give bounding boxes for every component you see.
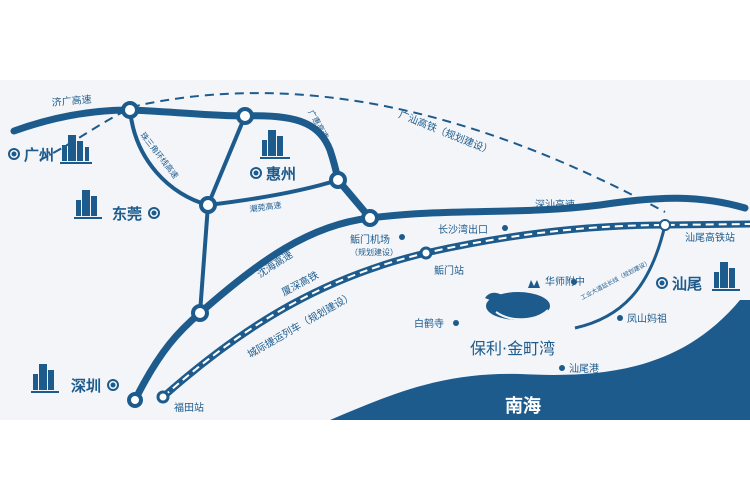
place-label-fengshan: 凤山妈祖 xyxy=(627,312,667,325)
building-icon xyxy=(74,190,102,219)
building-icons xyxy=(31,130,740,393)
building-icon xyxy=(31,364,59,393)
node-icon xyxy=(121,101,139,119)
place-label-huashi: 华师附中 xyxy=(545,275,585,288)
poi-dot-icon xyxy=(559,365,565,371)
sea-label: 南海 xyxy=(505,395,541,417)
poi-dot-icon xyxy=(571,279,577,285)
node-icon xyxy=(127,392,143,408)
node-icon xyxy=(419,246,433,260)
city-label-shanwei: 汕尾 xyxy=(672,275,702,293)
city-label-guangzhou: 广州 xyxy=(24,146,54,164)
poi-dot-icon xyxy=(453,320,459,326)
node-icon xyxy=(199,196,217,214)
city-marker-icon xyxy=(8,148,20,160)
guangshan-rail-line xyxy=(39,92,666,213)
project-label: 保利·金町湾 xyxy=(470,339,555,358)
place-label-shanwei-port: 汕尾港 xyxy=(569,363,599,375)
road-label-chaoguan: 潮莞高速 xyxy=(249,200,282,214)
poi-dot-icon xyxy=(617,315,623,321)
zhusanjiao-ring-expressway xyxy=(128,109,209,207)
node-icon xyxy=(329,171,347,189)
city-marker-icon xyxy=(107,379,119,391)
whale-logo-icon xyxy=(485,280,550,321)
connector-road xyxy=(206,115,247,206)
place-label-houmen-station: 鲘门站 xyxy=(434,264,464,277)
city-marker-icon xyxy=(148,207,160,219)
node-icon xyxy=(659,219,671,231)
sea-area xyxy=(330,300,750,420)
city-label-dongguan: 东莞 xyxy=(112,205,142,223)
city-marker-icon xyxy=(656,277,668,289)
interchange-nodes xyxy=(121,101,671,408)
map-background xyxy=(0,80,750,420)
road-label-jiguang: 济广高速 xyxy=(51,93,92,109)
node-icon xyxy=(191,304,209,322)
city-label-shenzhen: 深圳 xyxy=(71,377,101,395)
industry-road-extension xyxy=(574,224,667,330)
building-icon xyxy=(712,262,740,291)
place-label-airport: 鲘门机场 xyxy=(350,233,390,246)
city-marker-icon xyxy=(250,167,262,179)
building-icon xyxy=(60,135,92,164)
place-label-airport-note: （规划建设） xyxy=(350,247,398,257)
road-label-shenshan: 深汕高速 xyxy=(535,198,575,211)
chaoguan-expressway xyxy=(207,178,339,207)
place-label-futian: 福田站 xyxy=(174,401,204,414)
node-icon xyxy=(361,209,379,227)
place-label-changsha-exit: 长沙湾出口 xyxy=(438,223,488,236)
place-label-shanwei-station: 汕尾高铁站 xyxy=(685,231,735,244)
building-icon xyxy=(260,130,290,159)
poi-dot-icon xyxy=(502,225,508,231)
city-label-huizhou: 惠州 xyxy=(266,165,296,183)
poi-dot-icon xyxy=(399,234,405,240)
node-icon xyxy=(156,390,170,404)
place-label-baihe: 白鹤寺 xyxy=(414,317,444,330)
node-icon xyxy=(236,107,254,125)
connector-road-south xyxy=(198,204,210,314)
